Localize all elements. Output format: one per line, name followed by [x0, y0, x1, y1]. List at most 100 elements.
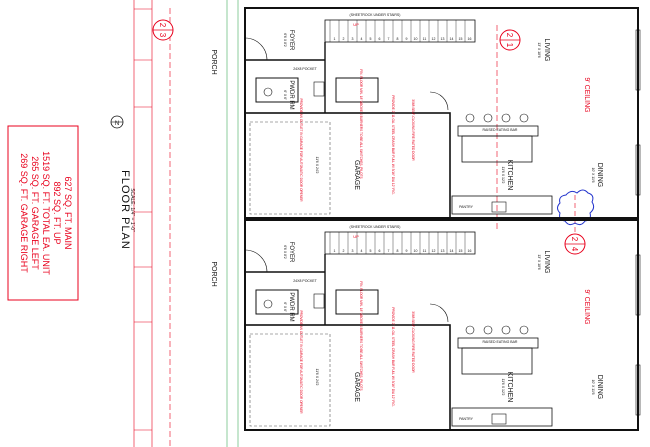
stair-number: 2	[343, 249, 345, 253]
room-dim-foyer: 6'6 X 8'2	[283, 245, 287, 258]
room-dim-living: 13' X 18'6	[537, 42, 541, 57]
stair-number: 14	[450, 37, 454, 41]
grid-bubble-top: 2	[505, 33, 514, 38]
kitchen-island	[461, 347, 533, 375]
grid-bubble-bottom: 3	[158, 33, 167, 38]
stair-number: 6	[379, 249, 381, 253]
stair-number: 7	[388, 249, 390, 253]
room-label-pwdr: PWDR RM	[288, 80, 294, 109]
grid-bubble: 2 1	[499, 29, 521, 51]
stair-number: 8	[397, 249, 399, 253]
stair-number: 11	[423, 249, 427, 253]
room-label-garage: GARAGE	[353, 160, 360, 190]
note-pocket: 24X8 POCKET	[293, 279, 317, 283]
stair-number: 4	[361, 249, 363, 253]
range	[491, 201, 507, 213]
note-outlet: PROVIDE AN OUTLET IN GARAGE FOR AUTOMATI…	[299, 98, 303, 202]
room-dim-living: 13' X 18'6	[537, 254, 541, 269]
stair-number: 16	[468, 249, 472, 253]
garage-door-outline	[249, 333, 331, 427]
stair-number: 15	[459, 37, 463, 41]
sink	[313, 293, 325, 309]
room-dim-dining: 10' X 11'6	[591, 379, 595, 394]
summary-line: 1519 SQ. FT. TOTAL EA. UNIT	[41, 151, 51, 275]
ceiling-note: 9' CEILING	[583, 289, 590, 324]
note-fire-floor: FIN. FLOOR MIN. 18" ABOVE 4 BURNERS TO B…	[359, 69, 363, 178]
stair-number: 1	[334, 37, 336, 41]
stair-number: 14	[450, 249, 454, 253]
room-dim-dining: 10' X 11'6	[591, 167, 595, 182]
kitchen-counter	[451, 195, 553, 215]
room-label-garage: GARAGE	[353, 372, 360, 402]
room-label-kitchen: KITCHEN	[506, 160, 513, 191]
door-swing	[429, 91, 449, 111]
stair-number: 13	[441, 249, 445, 253]
range	[491, 413, 507, 425]
door-swing	[244, 37, 268, 61]
stair-number: 10	[414, 37, 418, 41]
room-dim-pwdr: 6' X 6'	[283, 302, 287, 312]
room-label-pantry: PANTRY	[459, 205, 474, 209]
stool	[465, 325, 475, 335]
north-label: N	[115, 121, 119, 127]
stair-number: 9	[406, 37, 408, 41]
stair-note: (SHEETROCK UNDER STAIRS)	[350, 225, 401, 229]
stair-number: 1	[334, 249, 336, 253]
room-label-pwdr: PWDR RM	[288, 292, 294, 321]
toilet	[263, 299, 273, 309]
grid-bubble-top: 2	[570, 237, 579, 242]
kitchen-counter	[451, 407, 553, 427]
stair-number: 2	[343, 37, 345, 41]
note-crash-bar: PROVIDE 2" 11 GA. STEEL CRASH BAR FULL W…	[391, 95, 395, 194]
stair-number: 5	[370, 249, 372, 253]
note-fire-door: 3068 SELF-CLOSING FIRE RATED DOOR	[411, 311, 415, 373]
garage-door-outline	[249, 121, 331, 215]
plan-title-block: FLOOR PLAN SCALE: 1/4" = 1'-0"	[119, 170, 135, 250]
grid-bubble: 2 3	[152, 19, 174, 41]
up-label: UP	[353, 234, 359, 239]
stair-number: 9	[406, 249, 408, 253]
room-label-living: LIVING	[543, 39, 550, 62]
stair-number: 12	[432, 37, 436, 41]
closet	[335, 77, 379, 103]
summary-line: 269 SQ. FT. GARAGE RIGHT	[19, 153, 29, 273]
plan-scale: SCALE: 1/4" = 1'-0"	[129, 188, 135, 232]
window-strip	[635, 29, 641, 416]
dimension-strings	[226, 0, 239, 447]
note-fire-door: 3068 SELF-CLOSING FIRE RATED DOOR	[411, 99, 415, 161]
summary-line: 892 SQ. FT. UP	[52, 181, 62, 244]
stool	[519, 325, 529, 335]
room-label-pantry: PANTRY	[459, 417, 474, 421]
garage-wall	[244, 324, 451, 431]
note-pocket: 24X8 POCKET	[293, 67, 317, 71]
room-dim-pwdr: 6' X 6'	[283, 90, 287, 100]
room-dim-garage: 11'6 X 24'2	[315, 368, 319, 385]
stair-number: 3	[352, 37, 354, 41]
stair	[324, 231, 476, 255]
room-label-foyer: FOYER	[288, 30, 294, 51]
door-swing	[244, 249, 268, 273]
note-crash-bar: PROVIDE 2" 11 GA. STEEL CRASH BAR FULL W…	[391, 307, 395, 406]
stair-note: (SHEETROCK UNDER STAIRS)	[350, 13, 401, 17]
room-label-porch: PORCH	[210, 261, 217, 286]
stair-number: 3	[352, 249, 354, 253]
stair-number: 6	[379, 37, 381, 41]
stair-number: 13	[441, 37, 445, 41]
closet	[335, 289, 379, 315]
stool	[501, 113, 511, 123]
room-dim-foyer: 6'6 X 8'2	[283, 33, 287, 46]
room-label-living: LIVING	[543, 251, 550, 274]
room-label-porch: PORCH	[210, 49, 217, 74]
stool	[483, 113, 493, 123]
room-label-dining: DINING	[596, 163, 603, 188]
stair-number: 7	[388, 37, 390, 41]
stool	[501, 325, 511, 335]
stool	[519, 113, 529, 123]
ceiling-note: 9' CEILING	[583, 77, 590, 112]
stair-number: 12	[432, 249, 436, 253]
room-label-foyer: FOYER	[288, 242, 294, 263]
note-eating-bar: RAISED EATING BAR	[483, 340, 518, 344]
